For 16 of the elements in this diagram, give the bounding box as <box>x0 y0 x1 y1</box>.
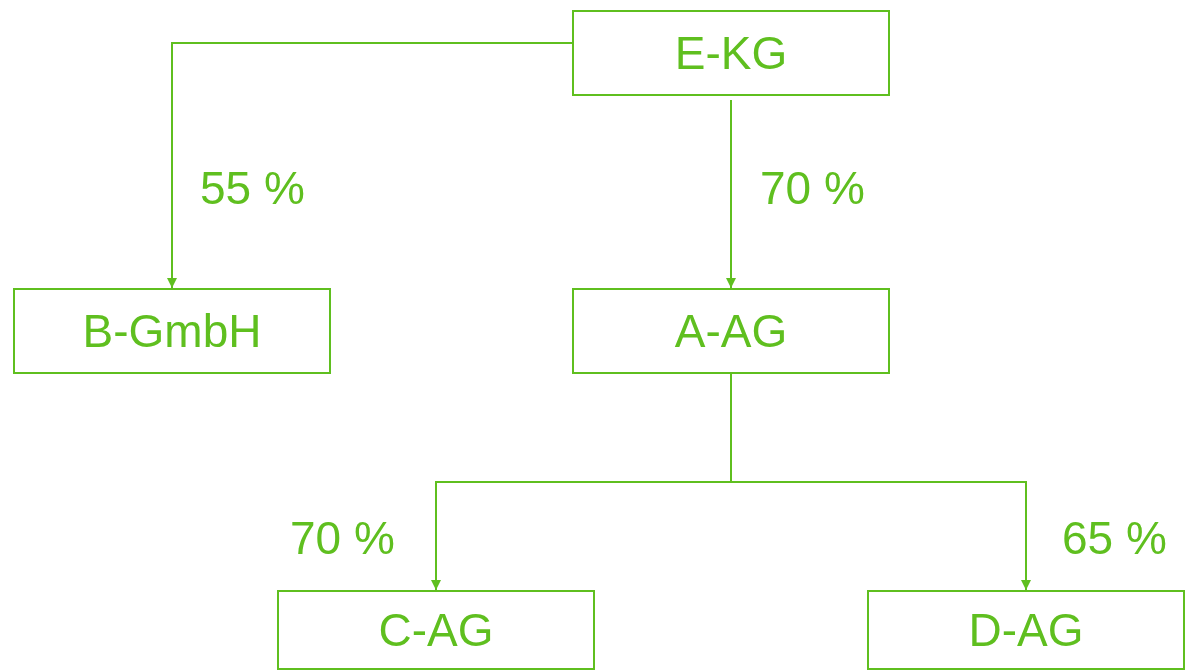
entity-box <box>867 590 1185 670</box>
edge-label: 70 % <box>760 165 865 211</box>
entity-box <box>13 288 331 374</box>
edge-label: 55 % <box>200 165 305 211</box>
entity-name: E-KG <box>674 30 788 76</box>
entity-box <box>572 10 890 96</box>
edge-label: 70 % <box>290 515 395 561</box>
entity-name: B-GmbH <box>82 308 262 354</box>
entity-name: A-AG <box>674 308 788 354</box>
entity-box <box>277 590 595 670</box>
arrow <box>167 42 573 289</box>
edge-label: 65 % <box>1062 515 1167 561</box>
entity-name: C-AG <box>378 607 494 653</box>
arrow <box>726 99 736 289</box>
entity-box <box>572 288 890 374</box>
entity-name: D-AG <box>968 607 1084 653</box>
